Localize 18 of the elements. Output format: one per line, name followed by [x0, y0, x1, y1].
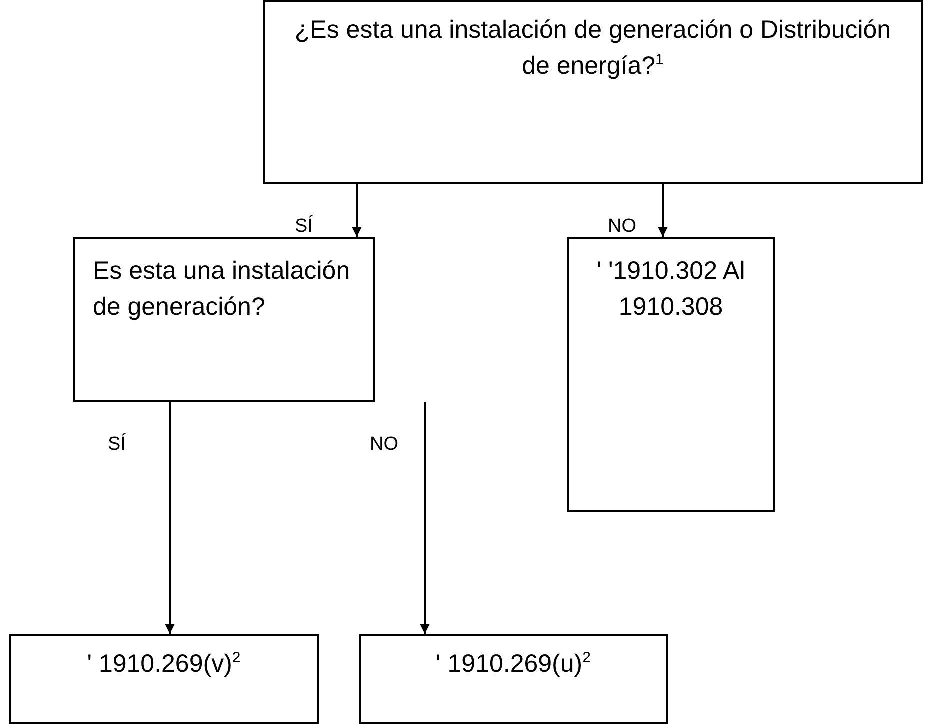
process-box: [73, 237, 375, 402]
box-text: ' '1910.302 Al 1910.308: [596, 256, 746, 324]
box-text: Es esta una instalación de generación?: [93, 256, 352, 324]
box-text: ' 1910.269(v)$^{2}$: [86, 648, 242, 680]
box-text: ¿Es esta una instalación de generación o Distribución de energía?$^{1}$: [294, 15, 892, 82]
process-box: [359, 634, 668, 724]
process-box: [263, 0, 923, 184]
arrow: [165, 402, 175, 634]
arrow: [352, 184, 362, 237]
arrow: [658, 184, 668, 237]
arrow: [420, 402, 430, 634]
edge-label: SÍ: [295, 216, 313, 238]
edge-label: NO: [608, 216, 636, 238]
box-text: ' 1910.269(u)$^{2}$: [435, 648, 592, 680]
edge-label: NO: [370, 434, 398, 456]
process-box: [9, 634, 319, 724]
edge-label: SÍ: [108, 434, 126, 456]
process-box: [567, 237, 775, 512]
